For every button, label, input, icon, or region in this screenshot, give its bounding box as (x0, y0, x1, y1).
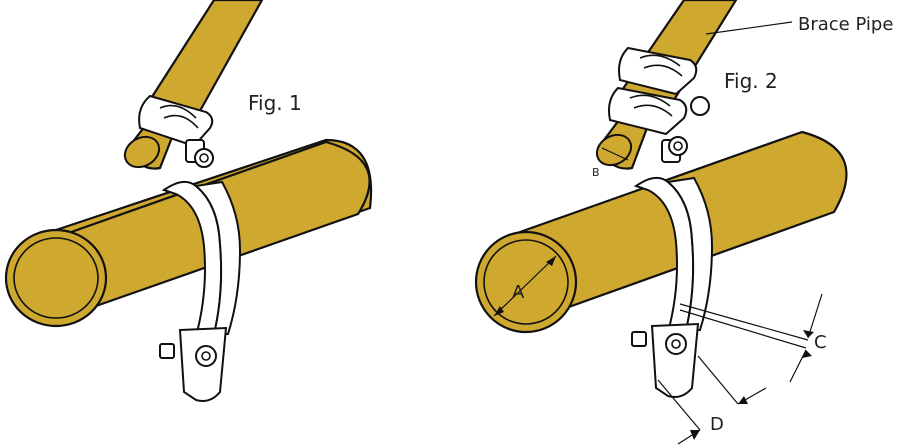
brace-swivel-clamp-fig2 (608, 46, 710, 163)
fig2-label: Fig. 2 (724, 69, 778, 93)
main-pipe-fig1 (4, 138, 373, 328)
band-clamp-fig1 (159, 180, 242, 402)
brace-pipe-label: Brace Pipe (798, 14, 893, 35)
dimension-b-label: B (592, 166, 600, 179)
brace-swivel-clamp-fig1 (138, 94, 214, 168)
dimension-a-label: A (512, 282, 525, 303)
dimension-c-label: C (814, 332, 827, 353)
dimension-d: D (657, 355, 767, 445)
figure-2: A B C D Brace (474, 0, 893, 445)
figure-1: Fig. 1 (4, 0, 373, 402)
dimension-b: B (592, 147, 629, 179)
dimension-c: C (679, 293, 827, 383)
dimension-d-label: D (710, 414, 724, 435)
brace-pipe-callout: Brace Pipe (705, 14, 893, 35)
band-clamp-fig2 (631, 176, 714, 398)
fig1-label: Fig. 1 (248, 91, 302, 115)
main-pipe-fig2 (474, 130, 848, 334)
dimension-a: A (493, 255, 557, 317)
